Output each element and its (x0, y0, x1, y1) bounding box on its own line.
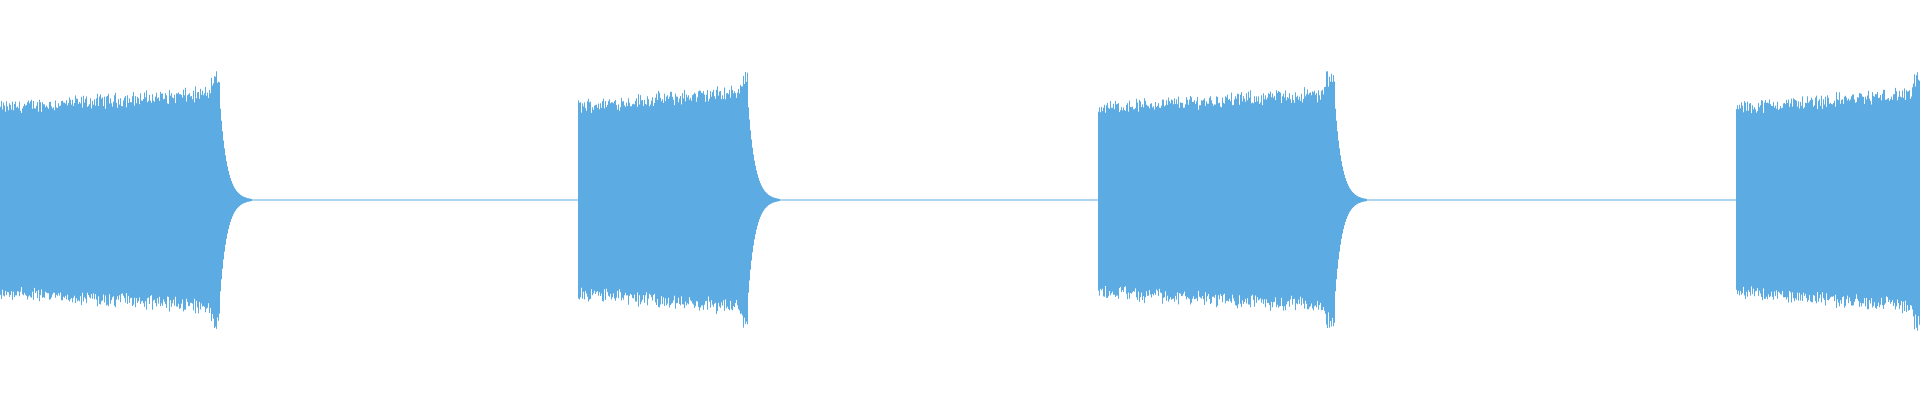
waveform-burst-4 (1736, 72, 1920, 331)
waveform-burst-3 (1098, 71, 1335, 328)
waveform-bursts (0, 71, 1920, 331)
waveform-burst-3-decay (1334, 94, 1367, 306)
waveform-burst-1-decay (219, 94, 252, 306)
waveform-burst-2-decay (747, 92, 780, 308)
waveform-burst-2 (578, 72, 748, 328)
waveform-burst-1 (0, 71, 220, 329)
